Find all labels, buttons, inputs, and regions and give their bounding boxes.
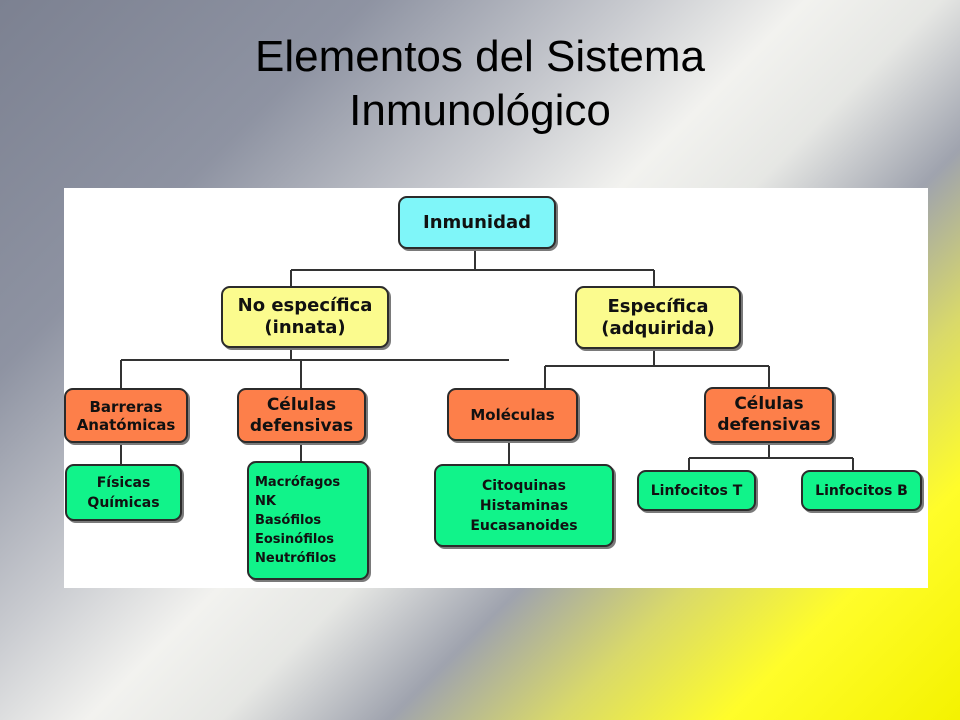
node-fisicas-quimicas: Físicas Químicas xyxy=(65,464,182,521)
node-no-especifica: No específica (innata) xyxy=(221,286,389,348)
node-barreras-anatomicas: Barreras Anatómicas xyxy=(64,388,188,443)
node-especifica: Específica (adquirida) xyxy=(575,286,741,349)
title-line-1: Elementos del Sistema xyxy=(255,32,705,81)
connector-root xyxy=(290,249,655,286)
node-linfocitos-b: Linfocitos B xyxy=(801,470,922,511)
slide-title: Elementos del Sistema Inmunológico xyxy=(0,30,960,138)
node-linfocitos-t: Linfocitos T xyxy=(637,470,756,511)
connector-adquirida xyxy=(544,347,770,388)
node-macrofagos-list: Macrófagos NK Basófilos Eosinófilos Neut… xyxy=(247,461,369,580)
connector-celulas-adquirida xyxy=(688,442,854,470)
node-moleculas: Moléculas xyxy=(447,388,578,441)
node-citoquinas-list: Citoquinas Histaminas Eucasanoides xyxy=(434,464,614,547)
node-inmunidad: Inmunidad xyxy=(398,196,556,249)
immune-system-diagram: Inmunidad No específica (innata) Específ… xyxy=(64,188,928,588)
title-line-2: Inmunológico xyxy=(349,86,611,135)
node-celulas-defensivas-innata: Células defensivas xyxy=(237,388,366,443)
node-celulas-defensivas-adquirida: Células defensivas xyxy=(704,387,834,443)
